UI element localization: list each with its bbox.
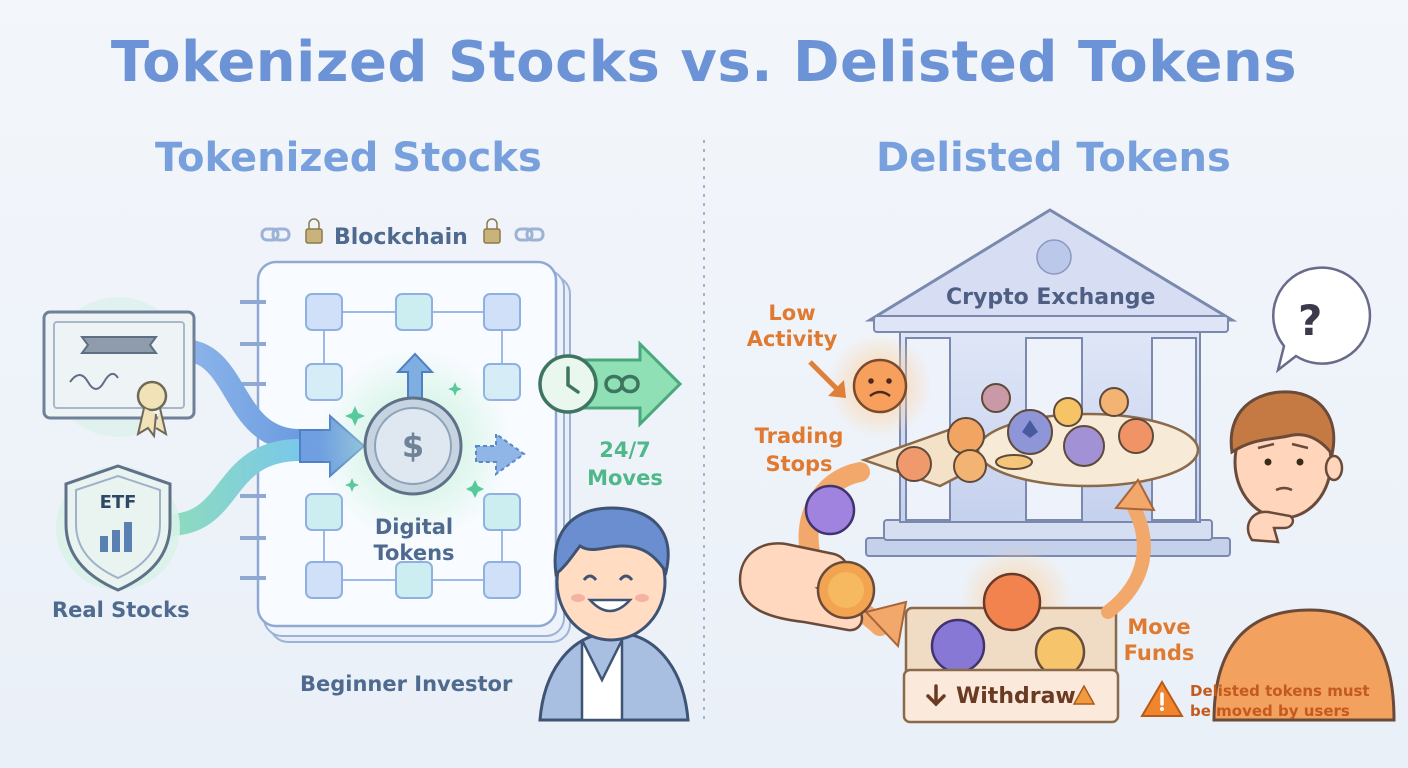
down-arrow-icon bbox=[926, 684, 946, 707]
lock-icon bbox=[305, 218, 501, 244]
box-warning-icon bbox=[1072, 684, 1096, 705]
left-heading: Tokenized Stocks bbox=[155, 135, 542, 181]
sad-face-icon bbox=[852, 358, 908, 414]
move-funds-arrow bbox=[1101, 501, 1151, 619]
ledger-rings bbox=[240, 300, 266, 580]
warning-note: Delisted tokens must be moved by users bbox=[1190, 681, 1370, 721]
page-title: Tokenized Stocks vs. Delisted Tokens bbox=[110, 30, 1298, 95]
trading-stops-label: Trading Stops bbox=[744, 422, 854, 478]
beginner-investor-figure bbox=[538, 506, 690, 722]
moves-line-2: Moves bbox=[587, 466, 663, 490]
warning-note-line-1: Delisted tokens must bbox=[1190, 682, 1370, 700]
move-funds-label: Move Funds bbox=[1114, 614, 1204, 666]
digital-tokens-line-1: Digital bbox=[374, 515, 454, 539]
etf-shield-icon bbox=[64, 464, 172, 592]
exchange-label: Crypto Exchange bbox=[946, 285, 1156, 310]
withdraw-box bbox=[902, 572, 1120, 724]
question-bubble bbox=[1272, 266, 1372, 374]
chain-icon bbox=[260, 227, 545, 242]
right-heading: Delisted Tokens bbox=[876, 135, 1231, 181]
flow-from-certificate bbox=[171, 339, 311, 451]
dollar-coin-icon bbox=[363, 396, 463, 496]
withdraw-label: Withdraw bbox=[956, 684, 1076, 709]
confused-person-figure bbox=[1212, 390, 1396, 722]
question-mark: ? bbox=[1298, 296, 1323, 345]
hand-with-coin bbox=[738, 542, 876, 632]
warning-note-line-2: be moved by users bbox=[1190, 702, 1350, 720]
digital-tokens-line-2: Tokens bbox=[373, 541, 455, 565]
trading-stops-line-2: Stops bbox=[765, 452, 833, 476]
coins-on-platform bbox=[896, 383, 1154, 483]
low-activity-line-1: Low bbox=[768, 301, 816, 325]
low-activity-arrow bbox=[808, 360, 842, 394]
low-activity-line-2: Activity bbox=[746, 327, 838, 351]
certificate-icon bbox=[42, 310, 196, 439]
digital-tokens-label: Digital Tokens bbox=[364, 514, 464, 566]
move-funds-line-2: Funds bbox=[1123, 641, 1195, 665]
moves-line-1: 24/7 bbox=[599, 438, 651, 462]
trading-stops-line-1: Trading bbox=[754, 424, 844, 448]
sparkles bbox=[345, 382, 484, 498]
flow-from-etf bbox=[157, 439, 311, 536]
blockchain-label: Blockchain bbox=[334, 225, 468, 250]
ledger-blocks bbox=[305, 293, 521, 599]
infinity-icon bbox=[604, 374, 640, 394]
arrow-out-ledger bbox=[475, 432, 526, 476]
clock-icon bbox=[538, 354, 598, 414]
coin-symbol: $ bbox=[401, 427, 425, 465]
investor-label: Beginner Investor bbox=[300, 672, 513, 696]
real-stocks-label: Real Stocks bbox=[52, 598, 190, 622]
move-funds-line-1: Move bbox=[1127, 615, 1191, 639]
low-activity-label: Low Activity bbox=[742, 300, 842, 352]
etf-label: ETF bbox=[99, 492, 137, 513]
moves-label: 24/7 Moves bbox=[580, 436, 670, 492]
warning-icon bbox=[1140, 680, 1184, 717]
